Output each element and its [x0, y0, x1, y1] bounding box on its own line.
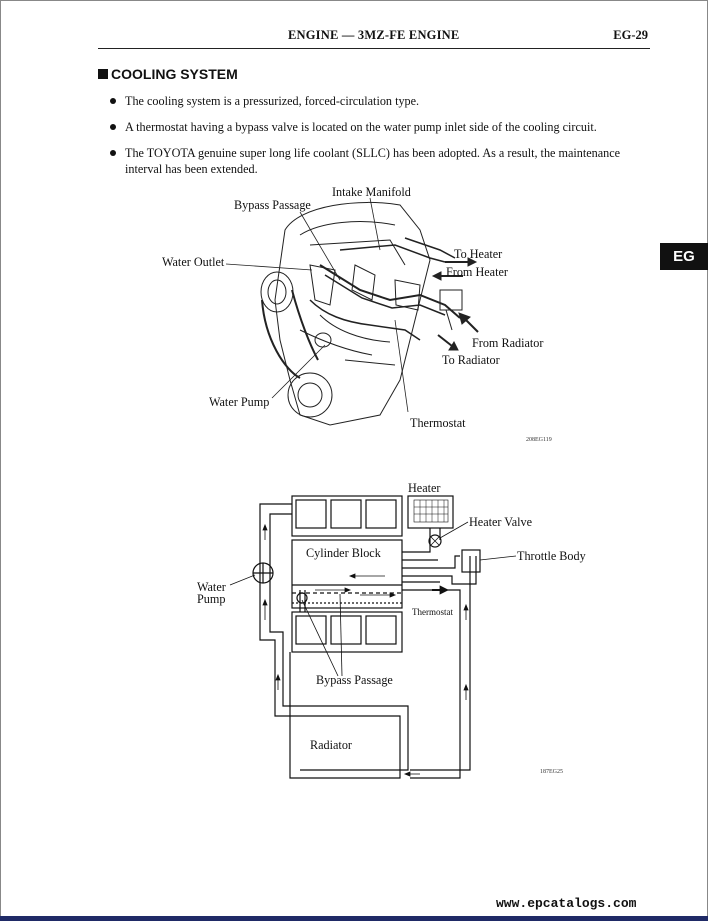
- label-from-heater: From Heater: [446, 265, 508, 279]
- circuit-lines: [252, 495, 481, 779]
- bullet-item: The cooling system is a pressurized, for…: [110, 93, 655, 109]
- bullet-dot-icon: [110, 124, 116, 130]
- bottom-bar: [0, 916, 708, 921]
- cooling-circuit-diagram: Heater Heater Valve Cylinder Block Throt…: [197, 481, 587, 779]
- square-bullet-icon: [98, 69, 108, 79]
- bullet-item: The TOYOTA genuine super long life coola…: [110, 145, 655, 177]
- label-from-radiator: From Radiator: [472, 336, 543, 350]
- page-header: ENGINE — 3MZ-FE ENGINE EG-29: [98, 26, 650, 49]
- leader-lines: [225, 197, 409, 413]
- bullet-dot-icon: [110, 150, 116, 156]
- flow-arrows: [262, 523, 469, 777]
- bullet-item: A thermostat having a bypass valve is lo…: [110, 119, 655, 135]
- figure-code: 187EG25: [540, 769, 563, 775]
- label-cylinder-block: Cylinder Block: [306, 546, 382, 560]
- bullet-text: The cooling system is a pressurized, for…: [125, 94, 420, 108]
- label-bypass-passage: Bypass Passage: [234, 198, 311, 212]
- header-title: ENGINE — 3MZ-FE ENGINE: [288, 28, 460, 42]
- label-bypass-passage: Bypass Passage: [316, 673, 393, 687]
- bullet-text: A thermostat having a bypass valve is lo…: [125, 120, 597, 134]
- section-title-text: COOLING SYSTEM: [111, 66, 238, 82]
- label-pump: Pump: [197, 592, 225, 606]
- flow-arrows: [431, 257, 479, 351]
- label-water-outlet: Water Outlet: [162, 255, 225, 269]
- label-throttle-body: Throttle Body: [517, 549, 587, 563]
- leader-lines: [229, 521, 517, 677]
- section-tab: EG: [660, 243, 708, 270]
- footer-url[interactable]: www.epcatalogs.com: [496, 896, 637, 911]
- page-number: EG-29: [613, 28, 648, 42]
- section-title: COOLING SYSTEM: [98, 66, 238, 82]
- label-to-radiator: To Radiator: [442, 353, 500, 367]
- engine-illustration: Intake Manifold Bypass Passage Water Out…: [162, 185, 552, 443]
- label-water-pump: Water Pump: [209, 395, 269, 409]
- figure-code: 208EG119: [526, 437, 552, 443]
- label-water: Water: [197, 580, 226, 594]
- label-heater: Heater: [408, 481, 440, 495]
- bullet-text: The TOYOTA genuine super long life coola…: [125, 146, 621, 176]
- label-thermostat: Thermostat: [410, 416, 466, 430]
- label-radiator: Radiator: [310, 738, 352, 752]
- label-thermostat: Thermostat: [412, 607, 453, 617]
- bullet-dot-icon: [110, 98, 116, 104]
- engine-drawing: [260, 201, 463, 426]
- label-intake-manifold: Intake Manifold: [332, 185, 411, 199]
- label-heater-valve: Heater Valve: [469, 515, 532, 529]
- label-to-heater: To Heater: [454, 247, 502, 261]
